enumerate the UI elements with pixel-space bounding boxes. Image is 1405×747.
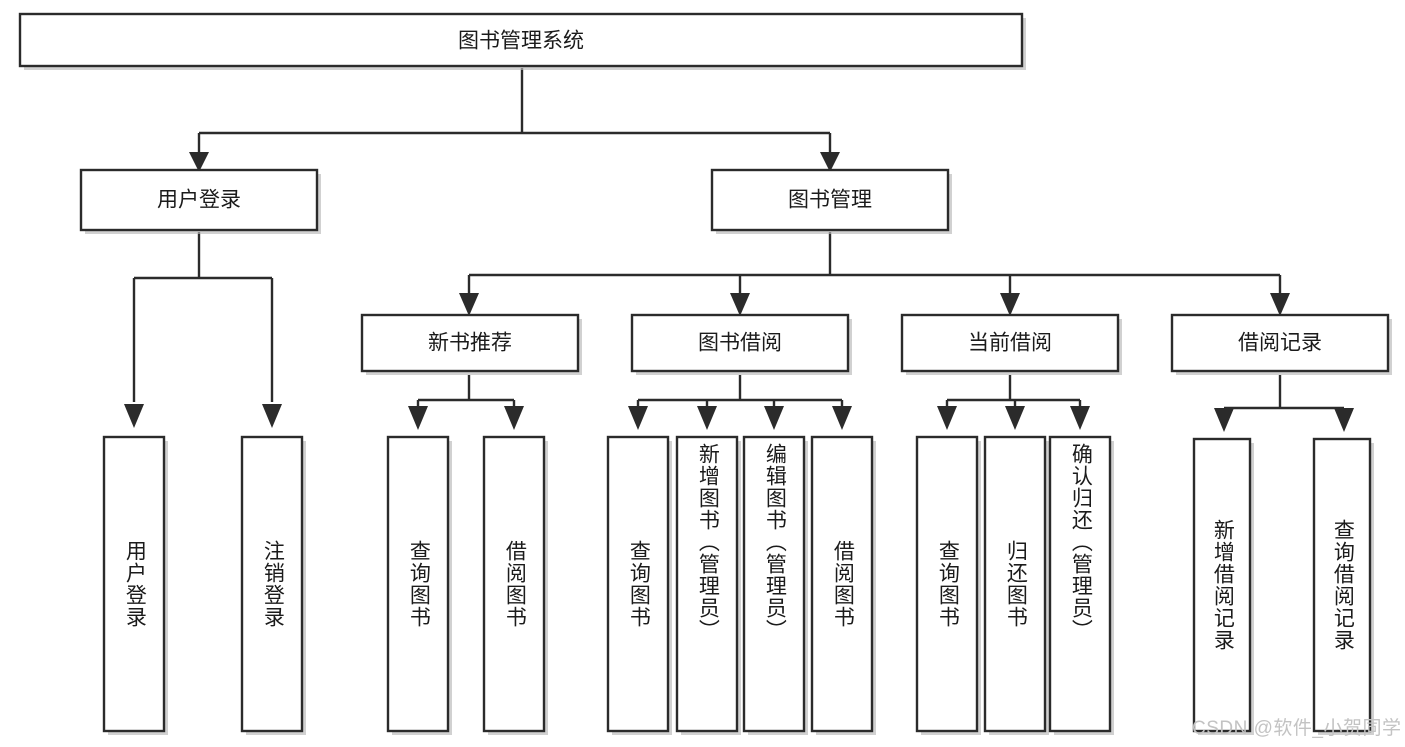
node-leaf-borrow-book-1[interactable] xyxy=(482,435,546,733)
arrow-user-login xyxy=(189,152,209,172)
arrow-leaf-query-record xyxy=(1334,408,1354,432)
arrow-leaf-query-book-3 xyxy=(937,406,957,430)
node-book-manage[interactable] xyxy=(710,168,950,232)
connector-layer xyxy=(124,68,1354,432)
node-root-label: 图书管理系统 xyxy=(458,30,584,53)
node-leaf-edit-book[interactable] xyxy=(742,435,806,733)
node-leaf-query-record[interactable] xyxy=(1312,437,1372,733)
node-layer: 图书管理系统 用户登录 图书管理 新书推荐 图书借阅 当前借阅 借阅记录 xyxy=(18,12,1392,735)
node-leaf-logout[interactable] xyxy=(240,435,304,733)
node-leaf-add-record[interactable] xyxy=(1192,437,1252,733)
arrow-borrow-record xyxy=(1270,293,1290,316)
node-user-login[interactable] xyxy=(79,168,319,232)
node-leaf-query-book-2[interactable] xyxy=(606,435,670,733)
node-book-borrow[interactable] xyxy=(630,313,850,373)
node-current-borrow-label: 当前借阅 xyxy=(968,332,1052,355)
arrow-leaf-edit-book xyxy=(764,406,784,430)
node-book-borrow-label: 图书借阅 xyxy=(698,332,782,355)
arrow-leaf-borrow-book-1 xyxy=(504,406,524,430)
node-borrow-record-label: 借阅记录 xyxy=(1238,332,1322,355)
arrow-leaf-add-record xyxy=(1214,408,1234,432)
node-leaf-confirm-return[interactable] xyxy=(1048,435,1112,733)
node-current-borrow[interactable] xyxy=(900,313,1120,373)
node-user-login-label: 用户登录 xyxy=(157,189,241,212)
arrow-leaf-user-login xyxy=(124,404,144,428)
node-leaf-user-login[interactable] xyxy=(102,435,166,733)
arrow-leaf-borrow-book-2 xyxy=(832,406,852,430)
node-new-book-rec-label: 新书推荐 xyxy=(428,332,512,355)
arrow-new-book-rec xyxy=(459,293,479,316)
node-new-book-rec[interactable] xyxy=(360,313,580,373)
node-leaf-query-book-3[interactable] xyxy=(915,435,979,733)
arrow-leaf-return-book xyxy=(1005,406,1025,430)
arrow-leaf-query-book-1 xyxy=(408,406,428,430)
node-leaf-add-book[interactable] xyxy=(675,435,739,733)
node-leaf-borrow-book-2[interactable] xyxy=(810,435,874,733)
arrow-leaf-logout xyxy=(262,404,282,428)
node-leaf-query-book-1[interactable] xyxy=(386,435,450,733)
arrow-book-manage xyxy=(820,152,840,172)
node-borrow-record[interactable] xyxy=(1170,313,1390,373)
arrow-book-borrow xyxy=(730,293,750,316)
arrow-current-borrow xyxy=(1000,293,1020,316)
arrow-leaf-add-book xyxy=(697,406,717,430)
arrow-leaf-query-book-2 xyxy=(628,406,648,430)
node-leaf-return-book[interactable] xyxy=(983,435,1047,733)
node-book-manage-label: 图书管理 xyxy=(788,189,872,212)
arrow-leaf-confirm-return xyxy=(1070,406,1090,430)
node-root[interactable] xyxy=(18,12,1024,68)
csdn-watermark: CSDN @软件_小贺同学 xyxy=(1192,718,1402,739)
